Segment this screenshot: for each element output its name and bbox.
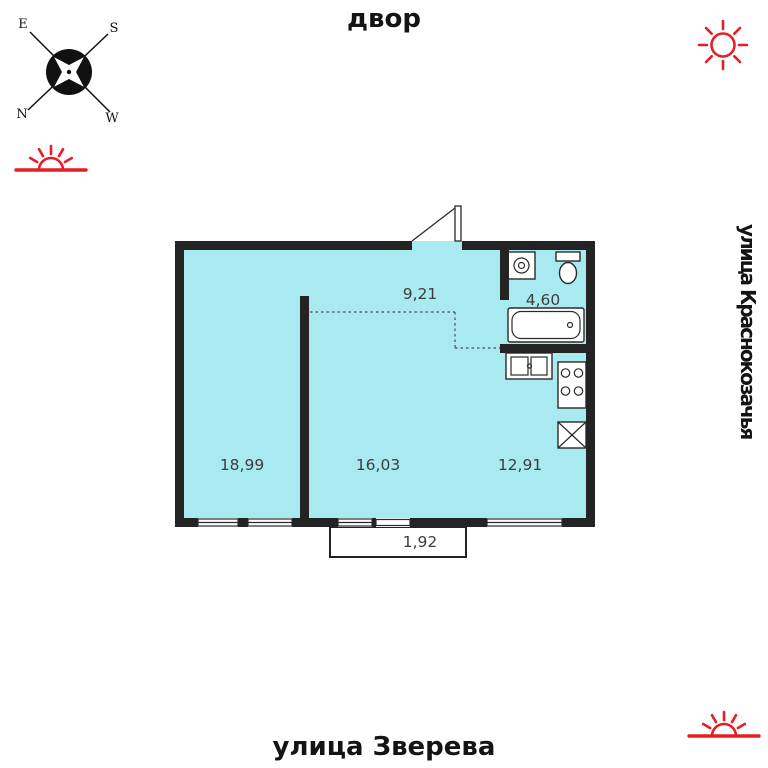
hallway-dotted-boundary — [310, 311, 500, 349]
room-area-label: 1,92 — [403, 533, 438, 551]
sunrise-icon-bottom-right — [687, 710, 761, 738]
compass-label-west: W — [105, 111, 119, 126]
bathtub-icon — [507, 307, 585, 343]
kitchen-sink-icon — [505, 352, 553, 380]
balcony-outline — [329, 526, 467, 558]
window — [486, 518, 563, 527]
wall-right — [586, 241, 595, 527]
street-label-top: двор — [347, 4, 421, 34]
street-label-bottom: улица Зверева — [272, 732, 496, 762]
sunrise-icon-top-left — [14, 144, 88, 172]
wall-bottom-seg — [562, 518, 595, 527]
bathroom-fixtures — [507, 251, 585, 343]
wall-bottom-seg — [238, 518, 248, 527]
compass-rose-icon: E S N W — [16, 17, 119, 126]
entrance-door — [411, 205, 462, 242]
room-area-label: 12,91 — [498, 456, 542, 474]
room-area-label: 4,60 — [526, 291, 561, 309]
street-label-right: улица Краснокозачья — [736, 224, 760, 439]
balcony-door — [375, 518, 411, 527]
stove-icon — [557, 361, 587, 409]
windows — [197, 518, 563, 527]
walls — [175, 241, 595, 527]
room-area-label: 9,21 — [403, 285, 438, 303]
washing-machine-icon — [507, 251, 536, 280]
room-area-label: 16,03 — [356, 456, 400, 474]
compass-label-south: S — [110, 21, 119, 36]
wall-left — [175, 241, 184, 527]
wall-bottom-seg — [292, 518, 338, 527]
wall-bottom-seg — [175, 518, 198, 527]
wall-interior-rooms — [300, 296, 309, 518]
wall-bottom-seg — [410, 518, 487, 527]
window — [197, 518, 239, 527]
wall-top-left — [175, 241, 412, 250]
compass-center-dot — [66, 69, 72, 75]
compass-label-east: E — [18, 17, 28, 32]
wall-bathroom-left — [500, 250, 509, 300]
window — [247, 518, 293, 527]
kitchen-unit-icon — [557, 421, 587, 449]
compass-label-north: N — [16, 107, 27, 122]
window — [337, 518, 373, 527]
room-area-label: 18,99 — [220, 456, 264, 474]
toilet-icon — [555, 251, 581, 285]
apartment-interior — [175, 241, 595, 527]
wall-bottom-seg — [372, 518, 376, 527]
floorplan-drawing: 18,99 16,03 12,91 9,21 4,60 1,92 — [175, 205, 595, 558]
sun-icon-top-right — [697, 19, 749, 71]
entrance-door-leaf — [454, 205, 462, 242]
wall-bathroom-bottom — [500, 344, 586, 353]
wall-top-right — [462, 241, 595, 250]
